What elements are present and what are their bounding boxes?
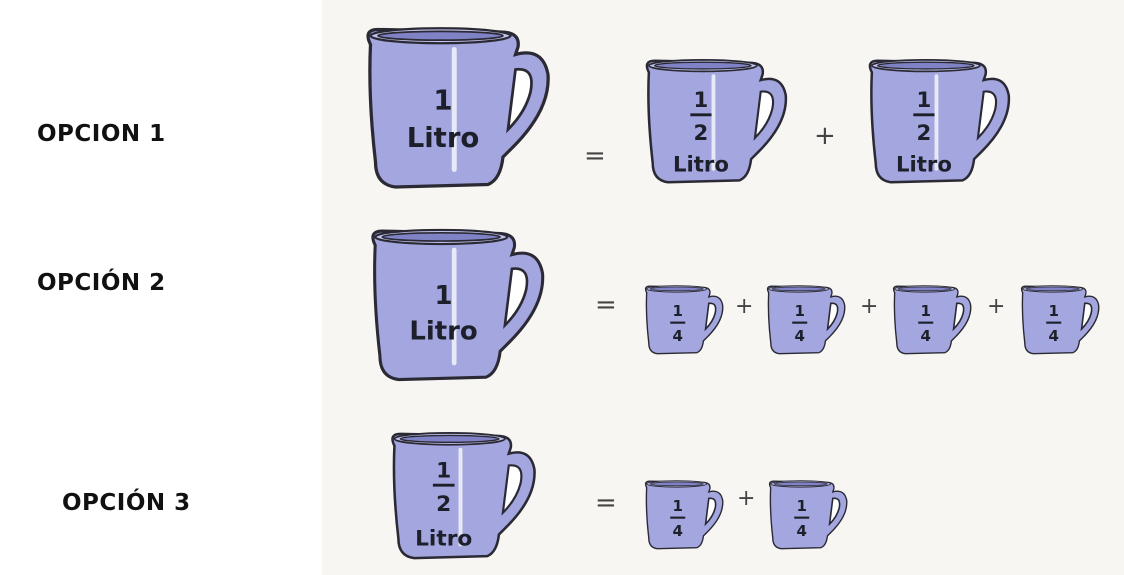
jug-numerator: 1	[796, 497, 806, 515]
jug-numerator: 1	[920, 302, 930, 320]
jug-denominator: 2	[436, 492, 451, 517]
jug-denominator: 4	[920, 327, 930, 345]
plus-sign: +	[737, 486, 756, 511]
jug-numerator: 1	[1048, 302, 1058, 320]
plus-sign: +	[814, 121, 836, 151]
jug-half-litro-icon: 1 2 Litro	[868, 58, 1011, 184]
equals-sign: =	[584, 141, 606, 171]
jug-1-litro-icon: 1 Litro	[366, 27, 550, 189]
jug-numerator: 1	[436, 458, 451, 483]
jug-numerator: 1	[694, 88, 709, 113]
jug-1-litro-icon: 1 Litro	[371, 228, 545, 382]
jug-denominator: 4	[672, 327, 682, 345]
jug-quarter-litro-icon: 1 4	[892, 285, 972, 355]
jug-unit: Litro	[896, 153, 952, 178]
option-2-label: OPCIÓN 2	[37, 270, 166, 296]
jug-number: 1	[433, 85, 452, 117]
jug-numerator: 1	[672, 302, 682, 320]
jug-denominator: 4	[1048, 327, 1058, 345]
jug-half-litro-icon: 1 2 Litro	[391, 432, 536, 560]
jug-numerator: 1	[672, 497, 682, 515]
jug-number: 1	[435, 281, 453, 311]
plus-sign: +	[860, 294, 879, 319]
jug-quarter-litro-icon: 1 4	[1020, 285, 1100, 355]
option-1-label: OPCION 1	[37, 121, 166, 147]
jug-denominator: 4	[796, 522, 806, 540]
jug-numerator: 1	[794, 302, 804, 320]
jug-quarter-litro-icon: 1 4	[766, 285, 846, 355]
equals-sign: =	[595, 488, 617, 518]
jug-unit: Litro	[407, 122, 480, 154]
plus-sign: +	[987, 294, 1006, 319]
jug-denominator: 4	[794, 327, 804, 345]
jug-denominator: 2	[917, 121, 932, 146]
jug-unit: Litro	[415, 526, 472, 551]
equals-sign: =	[595, 290, 617, 320]
jug-unit: Litro	[409, 317, 477, 347]
jug-denominator: 2	[694, 121, 709, 146]
plus-sign: +	[735, 294, 754, 319]
jug-numerator: 1	[917, 88, 932, 113]
option-3-label: OPCIÓN 3	[62, 490, 191, 516]
jug-denominator: 4	[672, 522, 682, 540]
jug-quarter-litro-icon: 1 4	[644, 285, 724, 355]
jug-unit: Litro	[673, 153, 729, 178]
jug-quarter-litro-icon: 1 4	[768, 480, 848, 550]
jug-quarter-litro-icon: 1 4	[644, 480, 724, 550]
jug-half-litro-icon: 1 2 Litro	[645, 58, 788, 184]
